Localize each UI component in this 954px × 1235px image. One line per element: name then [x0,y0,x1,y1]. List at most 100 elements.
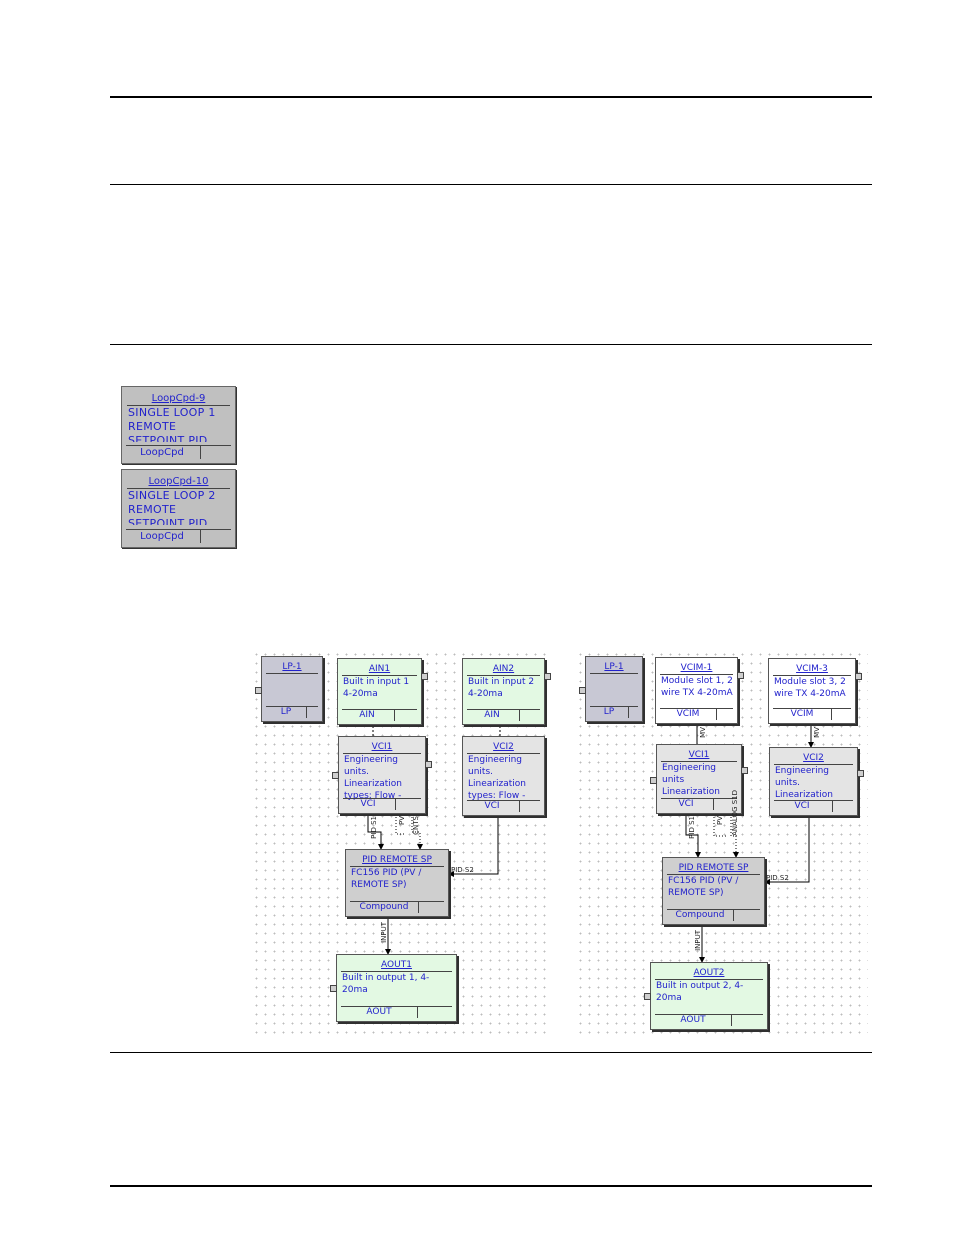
left-ain1-block[interactable]: AIN1 Built in input 1 4-20ma AIN [337,658,428,725]
block-title: VCI2 [774,753,853,765]
output-port[interactable] [737,672,744,679]
block-title: PID REMOTE SP [350,855,444,867]
wire-vci2-pid-s2 [764,816,810,885]
block-type: Compound [675,910,725,920]
block-title: LoopCpd-9 [127,393,230,406]
right-pid-remote-sp-block[interactable]: PID REMOTE SP FC156 PID (PV / REMOTE SP)… [662,857,765,925]
block-footer: AOUT [341,1006,452,1018]
block-footer: Compound [667,909,760,921]
footer-separator [395,799,396,810]
block-description: Built in output 2, 4-20ma [656,981,744,1003]
block-footer: LoopCpd [126,529,231,543]
block-type: LP [280,707,292,717]
wire-label-analog-s1d: ANALOG S1D [731,790,739,836]
footer-separator [832,801,833,812]
output-port[interactable] [544,673,551,680]
wire-label-mv-2: MV [813,727,821,738]
block-title: VCI1 [343,742,421,754]
block-type: Compound [359,902,409,912]
right-vcim-3-block[interactable]: VCIM-3 Module slot 3, 2 wire TX 4-20mA V… [768,658,862,724]
right-vci1-block[interactable]: VCI1 Engineering units Linearization VCI [650,744,748,814]
footer-separator [306,707,307,718]
input-port[interactable] [650,777,657,784]
input-port[interactable] [579,687,586,694]
divider-rule-1 [110,184,872,185]
wire-label-pid-s2: PID S2 [451,866,474,874]
block-type: VCIM [676,709,700,719]
output-port[interactable] [741,767,748,774]
top-rule [110,96,872,98]
wire-vci1-pid-s1 [685,814,701,858]
block-description: Built in input 1 4-20ma [343,677,410,699]
left-ain2-block[interactable]: AIN2 Built in input 2 4-20ma AIN [462,658,551,725]
output-port[interactable] [857,770,864,777]
block-description: Engineering units. Linearization [775,766,833,800]
block-type: AOUT [680,1015,706,1025]
block-type: AIN [484,710,500,720]
wire-vci1-cnts [411,814,423,850]
left-wires [367,726,501,955]
footer-separator [417,1007,418,1018]
input-port[interactable] [332,772,339,779]
wire-label-pv: PV [398,816,406,826]
block-type: LoopCpd [140,531,184,542]
block-title: AOUT2 [655,968,763,980]
block-footer: VCI [467,800,540,812]
footer-separator [733,910,734,921]
wire-vci2-pid-s2 [448,816,499,877]
block-type: AIN [359,710,375,720]
block-title: LP-1 [590,662,638,674]
left-lp-1-block[interactable]: LP-1 LP [255,656,323,722]
block-footer: LP [266,706,318,718]
wire-label-pid-s2: PID S2 [766,874,789,882]
footer-separator [418,902,419,913]
block-description: Module slot 3, 2 wire TX 4-20mA [774,677,846,699]
block-type: VCI [360,799,376,809]
footer-separator [519,801,520,812]
right-vcim-1-block[interactable]: VCIM-1 Module slot 1, 2 wire TX 4-20mA V… [655,657,744,724]
right-aout2-block[interactable]: AOUT2 Built in output 2, 4-20ma AOUT [644,962,768,1030]
wire-label-input: INPUT [380,922,388,943]
block-title: LoopCpd-10 [127,476,230,489]
block-type: VCI [678,799,694,809]
block-footer: Compound [350,901,444,913]
wire-vci1-pid-s1 [367,814,384,850]
block-type: VCI [484,801,500,811]
left-aout1-block[interactable]: AOUT1 Built in output 1, 4-20ma AOUT [330,954,457,1022]
block-footer: VCI [661,798,737,810]
block-footer: AIN [467,709,540,721]
block-title: VCIM-3 [773,664,851,676]
footer-separator [731,1015,732,1026]
output-port[interactable] [421,673,428,680]
divider-rule-3 [110,1052,872,1053]
block-footer: AOUT [655,1014,763,1026]
footer-separator [831,709,832,720]
right-vci2-block[interactable]: VCI2 Engineering units. Linearization VC… [769,747,864,816]
divider-rule-2 [110,344,872,345]
wire-vci1-pv [395,814,406,835]
block-title: LP-1 [266,662,318,674]
input-port[interactable] [330,985,337,992]
block-title: AIN2 [467,664,540,676]
loopcpd-10-block[interactable]: LoopCpd-10 SINGLE LOOP 2 REMOTE SETPOINT… [121,469,236,548]
input-port[interactable] [644,993,651,1000]
left-pid-remote-sp-block[interactable]: PID REMOTE SP FC156 PID (PV / REMOTE SP)… [345,849,449,917]
output-port[interactable] [855,673,862,680]
output-port[interactable] [425,761,432,768]
block-footer: AIN [342,709,417,721]
block-type: AOUT [366,1007,392,1017]
block-title: VCI2 [467,742,540,754]
input-port[interactable] [255,687,262,694]
footer-separator [394,710,395,721]
block-description: Engineering units. Linearization types: … [344,755,402,800]
footer-separator [519,710,520,721]
wire-label-pv: PV [716,816,724,826]
right-lp-1-block[interactable]: LP-1 LP [579,656,643,722]
loopcpd-9-block[interactable]: LoopCpd-9 SINGLE LOOP 1 REMOTE SETPOINT … [121,386,236,464]
footer-separator [716,709,717,720]
block-description: Engineering units Linearization [662,763,720,797]
block-description: Built in output 1, 4-20ma [342,973,430,995]
left-vci1-block[interactable]: VCI1 Engineering units. Linearization ty… [332,736,432,814]
left-vci2-block[interactable]: VCI2 Engineering units. Linearization ty… [462,736,545,816]
